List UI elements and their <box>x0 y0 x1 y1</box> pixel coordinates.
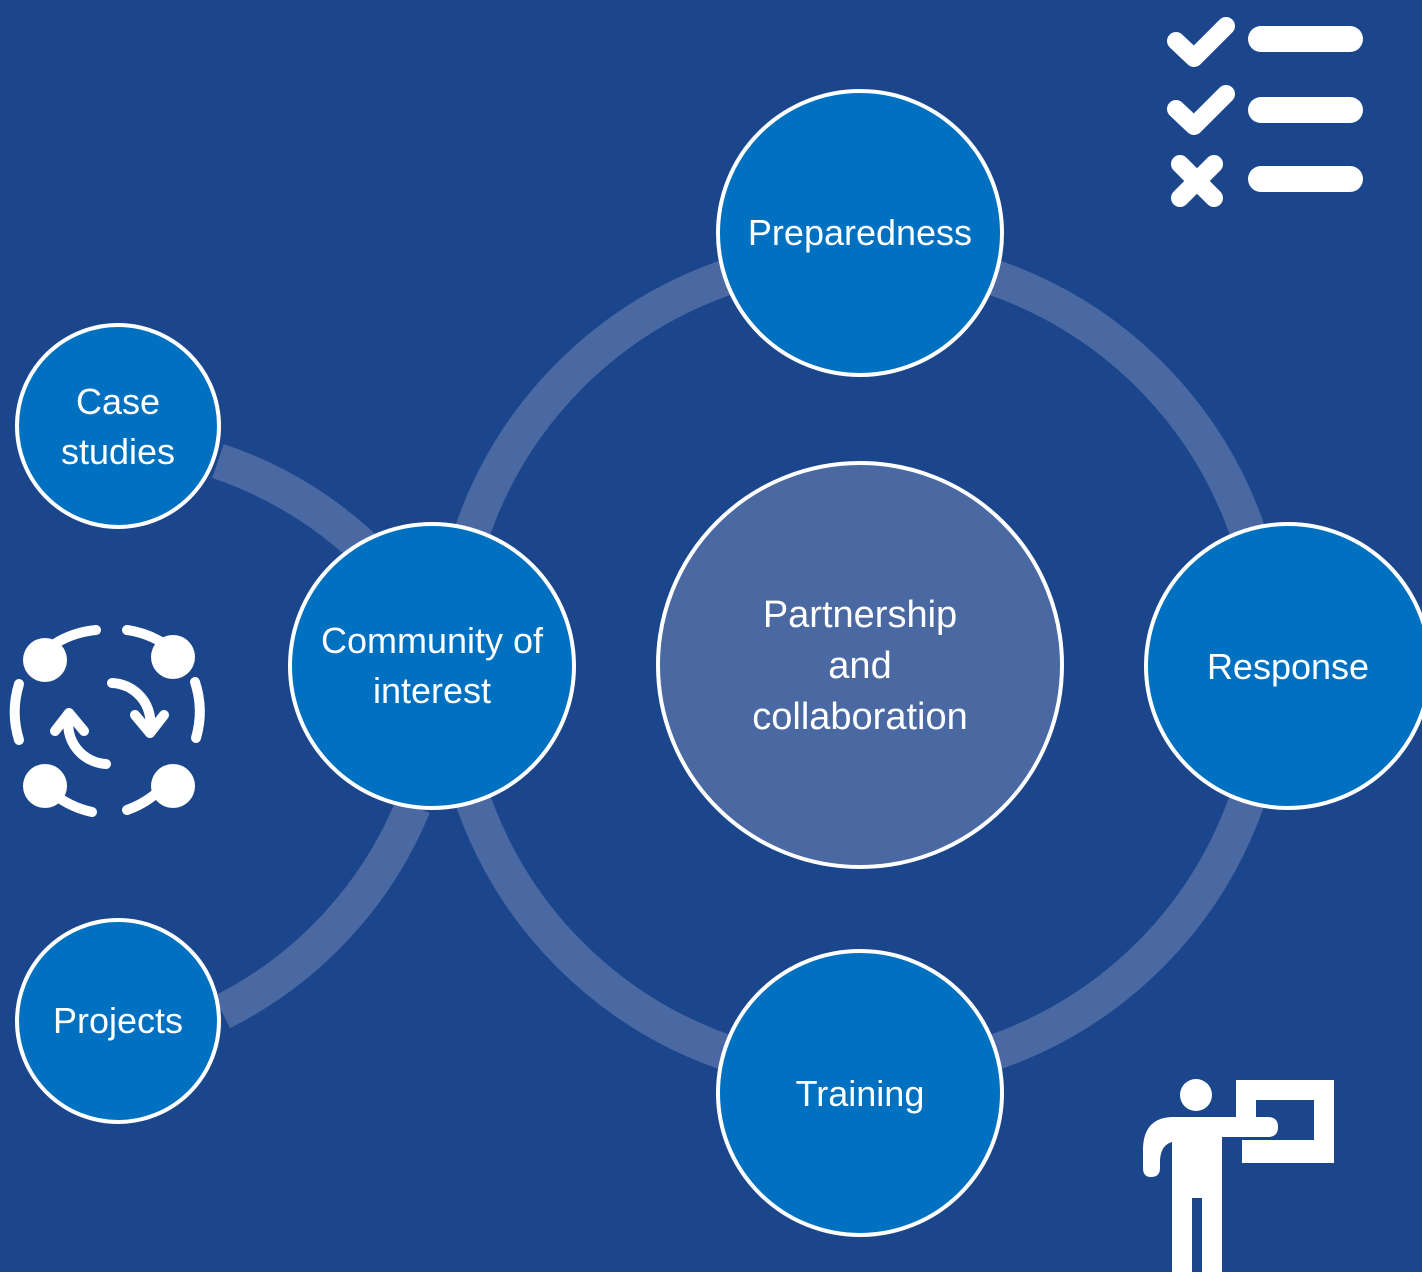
arc-community-to-projects <box>213 799 430 1029</box>
community-of-interest-node: Community of interest <box>288 522 576 810</box>
arrow-ccw-icon <box>63 711 111 769</box>
person-dot-icon <box>23 638 67 682</box>
checklist-bar-icon <box>1248 97 1363 123</box>
presenter-head-icon <box>1180 1079 1212 1111</box>
preparedness-node: Preparedness <box>716 89 1004 377</box>
check-mark-icon <box>1167 85 1235 135</box>
arrow-cw-icon <box>107 678 156 734</box>
case-studies-node-label-line1: Case <box>76 381 160 422</box>
checklist-icon <box>1167 17 1363 207</box>
projects-node-label: Projects <box>53 1000 183 1041</box>
person-dot-icon <box>151 764 195 808</box>
center-node-label-line1: Partnership <box>763 594 957 636</box>
projects-node: Projects <box>15 918 221 1124</box>
checklist-marks <box>1167 17 1235 207</box>
collaboration-cycle-icon <box>9 625 205 817</box>
center-node-label-line3: collaboration <box>752 696 967 738</box>
case-studies-node: Case studies <box>15 323 221 529</box>
cross-mark-icon <box>1171 155 1223 207</box>
training-node-label: Training <box>796 1073 925 1114</box>
arc-community-to-case-studies <box>212 443 389 573</box>
cycle-arrows <box>50 678 169 769</box>
arrow-head-icon <box>130 710 169 738</box>
preparedness-node-circle <box>716 89 1004 377</box>
center-node-label-line2: and <box>828 645 891 687</box>
checklist-bar-icon <box>1248 166 1363 192</box>
checklist-bar-icon <box>1248 26 1363 52</box>
center-node: Partnership and collaboration <box>656 461 1064 869</box>
center-node-circle <box>656 461 1064 869</box>
training-node: Training <box>716 949 1004 1237</box>
presentation-board-icon <box>1236 1080 1334 1163</box>
case-studies-node-circle <box>15 323 221 529</box>
community-node-label-line1: Community of <box>321 620 544 661</box>
preparedness-node-label: Preparedness <box>748 212 972 253</box>
response-node-label: Response <box>1207 646 1369 687</box>
projects-node-circle <box>15 918 221 1124</box>
response-node: Response <box>1144 522 1422 810</box>
person-dot-icon <box>23 764 67 808</box>
arrow-head-icon <box>50 708 89 736</box>
response-node-circle <box>1144 522 1422 810</box>
person-dot-icon <box>151 635 195 679</box>
check-mark-icon <box>1167 17 1235 67</box>
community-node-label-line2: interest <box>373 670 491 711</box>
presenter-body-icon <box>1143 1117 1278 1272</box>
case-studies-node-label-line2: studies <box>61 431 175 472</box>
training-node-circle <box>716 949 1004 1237</box>
presenter-icon <box>1143 1079 1334 1272</box>
community-node-circle <box>288 522 576 810</box>
